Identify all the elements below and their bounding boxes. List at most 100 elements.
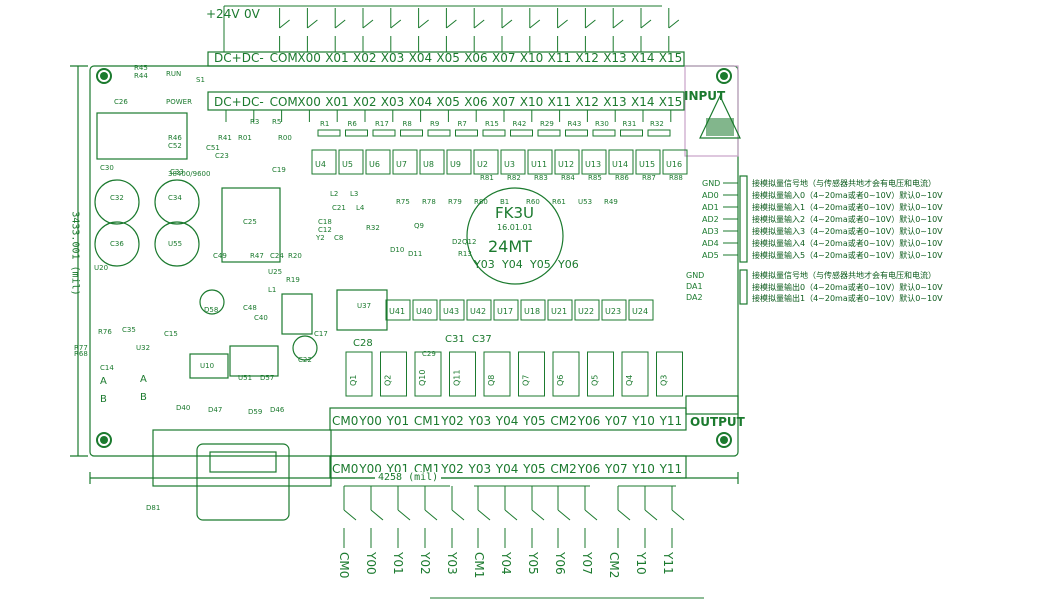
output-terminal-bottom-label: Y02	[440, 462, 464, 476]
relay-label: Q7	[522, 375, 531, 386]
optocoupler-label: U18	[524, 307, 540, 316]
relay-label: Q1	[349, 375, 358, 386]
output-terminal-bottom-label: CM0	[332, 462, 358, 476]
input-switch	[585, 19, 596, 29]
relay-label: Q3	[660, 375, 669, 386]
input-terminal-inner-label: DC-	[242, 95, 264, 109]
output-terminal-label: Y00	[358, 414, 382, 428]
optocoupler	[392, 149, 418, 175]
chip-date: 16.01.01	[497, 223, 533, 232]
component-label: C8	[334, 234, 343, 242]
output-switch	[644, 509, 658, 521]
resistor-body	[372, 129, 396, 137]
output-terminal-label: CM2	[550, 414, 576, 428]
component-label: Y2	[315, 234, 325, 242]
optocoupler	[520, 299, 546, 321]
component-label: C32	[110, 194, 124, 202]
optocoupler	[385, 299, 411, 321]
input-switch	[668, 19, 680, 29]
component-label: R76	[98, 328, 112, 336]
chip-model-name: FK3U	[495, 204, 534, 222]
component-label: C49	[213, 252, 227, 260]
analog-output-pin: GND	[686, 271, 704, 280]
output-terminal-label: Y11	[659, 414, 683, 428]
input-terminal-inner-label: X14	[631, 95, 655, 109]
component-label: L1	[268, 286, 276, 294]
output-switch	[557, 509, 571, 521]
resistor-body	[317, 129, 341, 137]
component-label: R19	[286, 276, 300, 284]
resistor-label: R75	[396, 198, 410, 206]
input-terminal-top-label: X02	[353, 51, 377, 65]
width-dimension-label: 4258 (mil)	[375, 472, 442, 483]
component-label: C25	[243, 218, 257, 226]
output-terminal-label: Y05	[522, 414, 546, 428]
relay-body	[518, 351, 545, 397]
component-label: C12	[318, 226, 332, 234]
component-label: C33	[170, 168, 184, 176]
resistor-label: R85	[588, 174, 602, 182]
bottom-output-label: CM2	[607, 552, 621, 578]
component-label: D47	[208, 406, 222, 414]
component-label: C18	[318, 218, 332, 226]
optocoupler-label: U3	[504, 160, 515, 169]
component-label: U51	[238, 374, 252, 382]
component-label: R45	[134, 64, 148, 72]
optocoupler-label: U16	[666, 160, 682, 169]
relay-label: Q10	[418, 370, 427, 386]
input-terminal-inner-label: X13	[603, 95, 627, 109]
relay-body	[414, 351, 442, 397]
input-switch	[529, 19, 541, 29]
output-switch	[477, 509, 491, 521]
component-label: C52	[168, 142, 182, 150]
output-switch	[451, 509, 465, 521]
resistor-label: R86	[615, 174, 629, 182]
output-switch	[343, 509, 357, 521]
input-terminal-top-label: X15	[659, 51, 683, 65]
component-label: C23	[215, 152, 229, 160]
optocoupler	[601, 299, 627, 321]
power-0v-label: 0V	[244, 7, 261, 21]
input-terminal-inner-label: X06	[464, 95, 488, 109]
optocoupler	[466, 299, 492, 321]
component-label: L2	[330, 190, 338, 198]
output-terminal-label: CM0	[332, 414, 358, 428]
input-terminal-top-label: X14	[631, 51, 655, 65]
inner-output-label: Y03	[473, 258, 495, 271]
optocoupler-label: U8	[423, 160, 434, 169]
component-label: C40	[254, 314, 268, 322]
component-label: C48	[243, 304, 257, 312]
input-terminal-inner-label: X07	[492, 95, 516, 109]
input-terminal-inner-label: X03	[381, 95, 405, 109]
component-label: D46	[270, 406, 285, 414]
resistor-body	[620, 129, 643, 137]
input-switch	[307, 19, 318, 29]
resistor-label: B1	[500, 198, 509, 206]
resistor-label: R80	[474, 198, 488, 206]
output-switch	[671, 509, 685, 521]
optocoupler-label: U43	[443, 307, 459, 316]
optocoupler	[547, 299, 573, 321]
optocoupler-label: U40	[416, 307, 432, 316]
capacitor-label: C37	[472, 334, 492, 345]
analog-input-pin: AD1	[702, 203, 719, 212]
analog-output-pin: DA1	[686, 282, 703, 291]
resistor-body	[592, 129, 616, 137]
input-label: INPUT	[684, 89, 726, 103]
input-terminal-top-label: DC+	[214, 51, 242, 65]
relay-body	[587, 351, 614, 397]
optocoupler-label: U17	[497, 307, 513, 316]
component-label: 38400/9600	[168, 170, 210, 178]
optocoupler-label: U7	[396, 160, 407, 169]
analog-input-pin: AD2	[702, 215, 719, 224]
resistor-body	[345, 129, 368, 137]
optocoupler	[628, 299, 654, 321]
analog-input-pin: AD0	[702, 191, 719, 200]
optocoupler	[473, 149, 499, 175]
resistor-body	[400, 129, 423, 137]
component-label: C36	[110, 240, 124, 248]
output-terminal-bottom-label: Y10	[631, 462, 655, 476]
mounting-hole-centers	[100, 72, 734, 444]
bottom-output-label: Y10	[634, 551, 648, 575]
output-switch	[504, 509, 518, 521]
